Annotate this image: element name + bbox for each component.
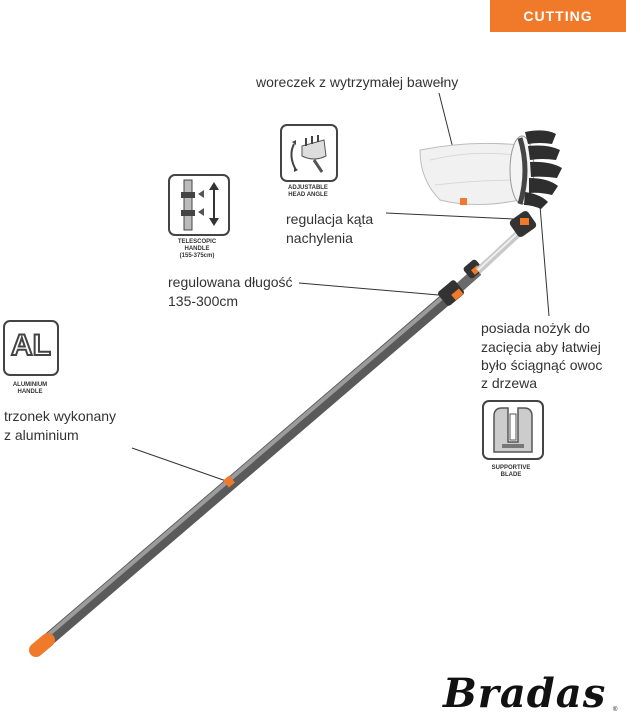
label-blade-1: posiada nożyk do xyxy=(481,320,590,336)
clamp-lower xyxy=(438,280,464,306)
label-handle-1: trzonek wykonany xyxy=(4,408,117,424)
label-length-1: regulowana długość xyxy=(168,274,293,290)
label-length-2: 135-300cm xyxy=(168,293,239,309)
leader-blade xyxy=(539,205,550,317)
cotton-bag xyxy=(419,142,529,205)
aluminium-icon: AL xyxy=(3,320,59,376)
registered-mark: ® xyxy=(613,707,618,713)
bag-marker xyxy=(460,198,467,205)
label-handle-2: z aluminium xyxy=(4,427,79,443)
telescopic-handle-icon xyxy=(168,174,230,236)
label-bag: woreczek z wytrzymałej bawełny xyxy=(256,74,459,90)
label-angle-1: regulacja kąta xyxy=(286,211,374,227)
leader-angle xyxy=(385,212,515,220)
category-banner: CUTTING xyxy=(490,0,626,32)
label-angle-2: nachylenia xyxy=(286,230,353,246)
aluminium-letters: AL xyxy=(10,328,52,363)
leader-handle xyxy=(131,447,230,483)
category-label: CUTTING xyxy=(523,8,593,24)
label-blade-3: było ściągnąć owoc xyxy=(481,357,603,373)
pole-lower xyxy=(35,287,459,652)
head-angle-icon xyxy=(280,124,338,182)
pole-lower-highlight xyxy=(38,289,452,644)
label-blade-2: zacięcia aby łatwiej xyxy=(481,339,601,355)
handle-marker xyxy=(223,475,235,488)
clamp-lower-accent xyxy=(451,288,464,301)
label-blade-4: z drzewa xyxy=(481,375,538,391)
basket-tines xyxy=(524,130,562,209)
blade-icon xyxy=(482,400,544,460)
basket-frame xyxy=(517,137,528,205)
pole-end-cap xyxy=(29,633,55,657)
head-joint-accent xyxy=(520,218,529,225)
brand-logo: Bradas xyxy=(443,670,607,717)
pole-upper-highlight xyxy=(477,230,521,271)
leader-length xyxy=(298,282,451,297)
